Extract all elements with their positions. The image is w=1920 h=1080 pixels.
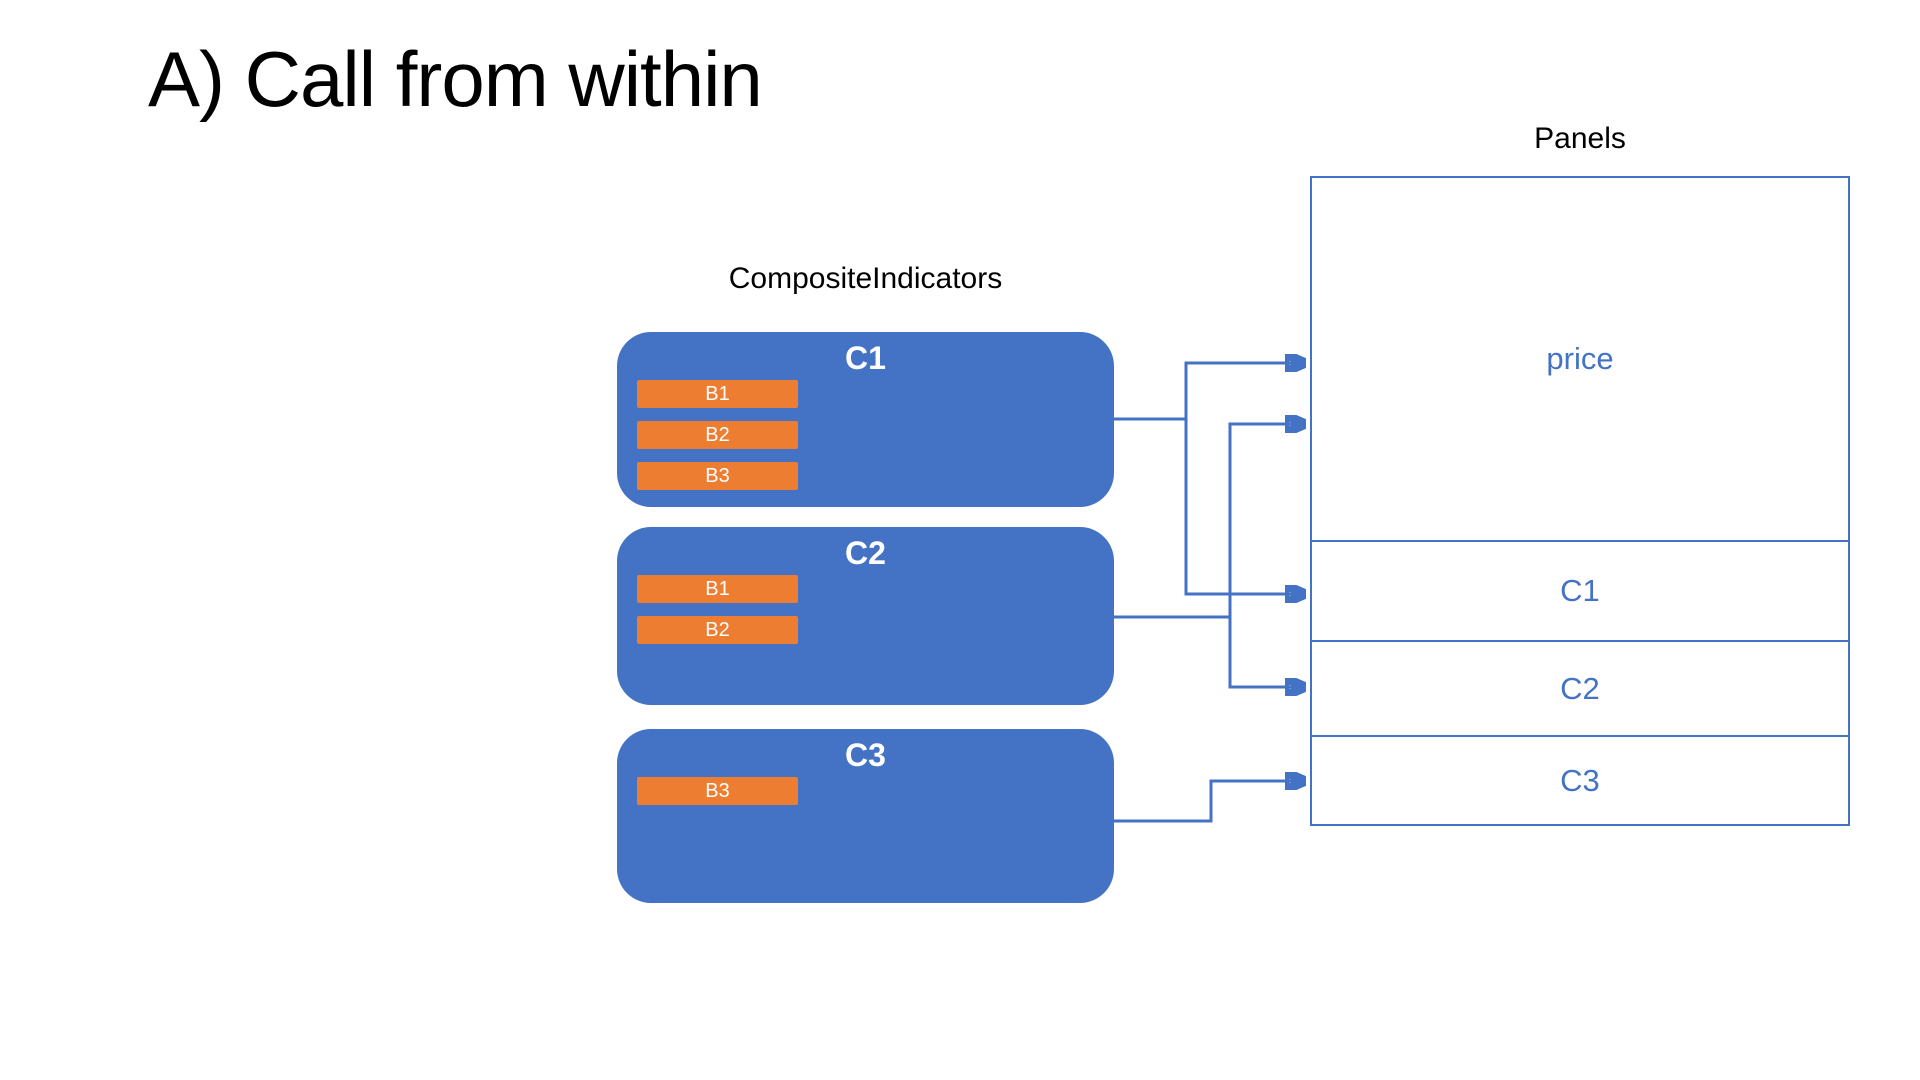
connector-c1-to-panel-c1: [1184, 419, 1303, 594]
composite-box-c2: C2 B1 B2: [617, 527, 1114, 705]
indicator-bar: B1: [637, 380, 798, 408]
indicator-bar: B3: [637, 777, 798, 805]
composite-box-c3-bars: B3: [637, 777, 798, 805]
composite-box-c1: C1 B1 B2 B3: [617, 332, 1114, 507]
connector-c3-to-panel-c3: [1114, 781, 1303, 823]
connector-c2-to-panel-c2: [1228, 617, 1303, 687]
composite-box-c3: C3 B3: [617, 729, 1114, 903]
composite-box-c2-name: C2: [845, 535, 886, 571]
slide-title: A) Call from within: [148, 35, 763, 123]
composite-box-c3-name: C3: [845, 737, 886, 773]
panel-section-c2: C2: [1312, 640, 1848, 735]
connector-c1-to-price: [1184, 363, 1303, 419]
composite-box-c1-name: C1: [845, 340, 886, 376]
panel-section-price: price: [1546, 341, 1614, 376]
connector-c2-to-price: [1228, 424, 1303, 617]
composite-box-c1-bars: B1 B2 B3: [637, 380, 798, 490]
panels-label: Panels: [1534, 122, 1626, 155]
composite-indicators-label: CompositeIndicators: [728, 262, 1003, 295]
panels-container: price C1 C2 C3: [1310, 176, 1850, 826]
panel-section-c1: C1: [1312, 540, 1848, 640]
composite-box-c2-bars: B1 B2: [637, 575, 798, 644]
indicator-bar: B3: [637, 462, 798, 490]
panel-section-c3: C3: [1312, 735, 1848, 824]
indicator-bar: B1: [637, 575, 798, 603]
indicator-bar: B2: [637, 421, 798, 449]
indicator-bar: B2: [637, 616, 798, 644]
